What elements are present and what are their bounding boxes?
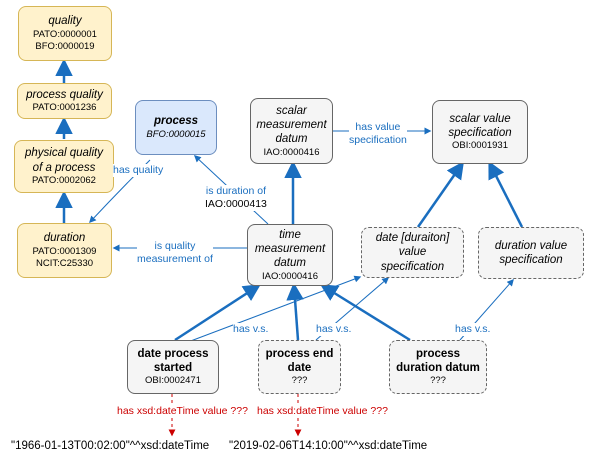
node-scalar-datum-id: IAO:0000416	[263, 146, 320, 158]
label-is-quality-measurement-line-1: is quality	[154, 240, 196, 252]
literal-start-datetime: "1966-01-13T00:02:00"^^xsd:dateTime	[11, 440, 210, 452]
node-scalar-datum-title-2: measurement	[256, 118, 327, 131]
node-date-started-title-1: date process	[137, 347, 209, 360]
node-time-measurement-datum: time measurement datum IAO:0000416	[247, 224, 333, 286]
edge-duration-datum-to-time-datum	[320, 284, 411, 342]
label-is-quality-measurement-of: is quality measurement of	[137, 240, 213, 267]
node-duration-spec-title-2: specification	[499, 254, 563, 266]
node-end-date-id: ???	[291, 375, 308, 387]
label-is-duration-of: is duration of IAO:0000413	[205, 185, 267, 212]
node-end-date-title-2: date	[287, 362, 312, 375]
node-process: process BFO:0000015	[135, 100, 217, 155]
node-time-datum-title-1: time	[279, 228, 301, 241]
edge-has-vs-start	[187, 275, 362, 343]
node-duration-datum-title-2: duration datum	[396, 362, 480, 375]
node-quality: quality PATO:0000001 BFO:0000019	[18, 6, 112, 61]
node-scalar-spec-id: OBI:0001931	[452, 140, 508, 152]
edge-start-to-time-datum	[174, 284, 261, 342]
label-has-value-spec-line-2: specification	[349, 134, 407, 147]
node-scalar-measurement-datum: scalar measurement datum IAO:0000416	[250, 98, 333, 164]
node-date-started-title-2: started	[153, 362, 193, 375]
node-time-datum-title-2: measurement	[254, 242, 326, 255]
node-scalar-datum-title-3: datum	[275, 133, 308, 146]
node-scalar-spec-title-1: scalar value	[449, 112, 511, 125]
label-has-vs-start: has v.s.	[233, 323, 269, 337]
node-duration-datum-title-1: process	[415, 347, 461, 360]
node-physical-quality-title-1: physical quality	[25, 147, 103, 160]
node-scalar-value-specification: scalar value specification OBI:0001931	[432, 100, 528, 164]
node-date-spec-title-3: specification	[380, 260, 445, 273]
node-process-quality: process quality PATO:0001236	[17, 83, 112, 119]
node-date-started-id: OBI:0002471	[145, 375, 201, 387]
node-scalar-spec-title-2: specification	[448, 127, 512, 140]
literal-end-datetime: "2019-02-06T14:10:00"^^xsd:dateTime	[229, 440, 428, 452]
label-has-xsd-datetime-start: has xsd:dateTime value ???	[117, 405, 248, 419]
node-date-spec-title-2: value	[398, 246, 427, 259]
label-is-duration-of-line-2: IAO:0000413	[205, 198, 267, 211]
node-date-value-specification: date [duraiton] value specification	[361, 227, 464, 278]
node-physical-quality-title-2: of a process	[32, 161, 96, 174]
node-process-end-date: process end date ???	[258, 340, 341, 394]
node-physical-quality-id: PATO:0002062	[32, 174, 96, 186]
node-duration-title: duration	[43, 232, 86, 245]
label-is-quality-measurement-line-2: measurement of	[137, 253, 213, 266]
node-process-quality-title: process quality	[26, 88, 103, 101]
node-process-title: process	[153, 115, 199, 128]
edge-date-spec-to-scalar-spec	[416, 161, 465, 228]
label-has-value-spec-line-1: has value	[355, 121, 401, 133]
node-process-id: BFO:0000015	[146, 128, 206, 140]
edge-end-to-time-datum	[286, 282, 304, 341]
node-duration-value-specification: duration value specification	[478, 227, 584, 279]
node-duration: duration PATO:0001309 NCIT:C25330	[17, 223, 112, 278]
node-duration-spec-title-1: duration value	[494, 239, 568, 252]
node-duration-id-1: PATO:0001309	[32, 245, 97, 257]
node-time-datum-title-3: datum	[274, 257, 306, 270]
label-has-quality: has quality	[113, 164, 164, 178]
node-duration-id-2: NCIT:C25330	[35, 257, 94, 269]
node-physical-quality: physical quality of a process PATO:00020…	[14, 140, 114, 193]
node-date-process-started: date process started OBI:0002471	[127, 340, 219, 394]
node-process-duration-datum: process duration datum ???	[389, 340, 487, 394]
node-scalar-datum-title-1: scalar	[276, 104, 307, 117]
label-has-vs-end: has v.s.	[316, 323, 352, 337]
label-has-xsd-datetime-end: has xsd:dateTime value ???	[257, 405, 388, 419]
label-is-duration-of-line-1: is duration of	[205, 185, 266, 197]
node-end-date-title-1: process end	[265, 347, 334, 360]
node-quality-id-1: PATO:0000001	[33, 28, 97, 40]
label-has-vs-duration: has v.s.	[455, 323, 491, 337]
node-time-datum-id: IAO:0000416	[262, 270, 318, 282]
node-quality-title: quality	[48, 15, 82, 28]
node-process-quality-id: PATO:0001236	[32, 102, 97, 114]
node-date-spec-title-1: date [duraiton]	[375, 231, 450, 244]
node-duration-datum-id: ???	[430, 375, 446, 387]
label-has-value-specification: has value specification	[349, 121, 407, 148]
edge-duration-spec-to-scalar-spec	[488, 160, 524, 228]
node-quality-id-2: BFO:0000019	[35, 40, 95, 52]
